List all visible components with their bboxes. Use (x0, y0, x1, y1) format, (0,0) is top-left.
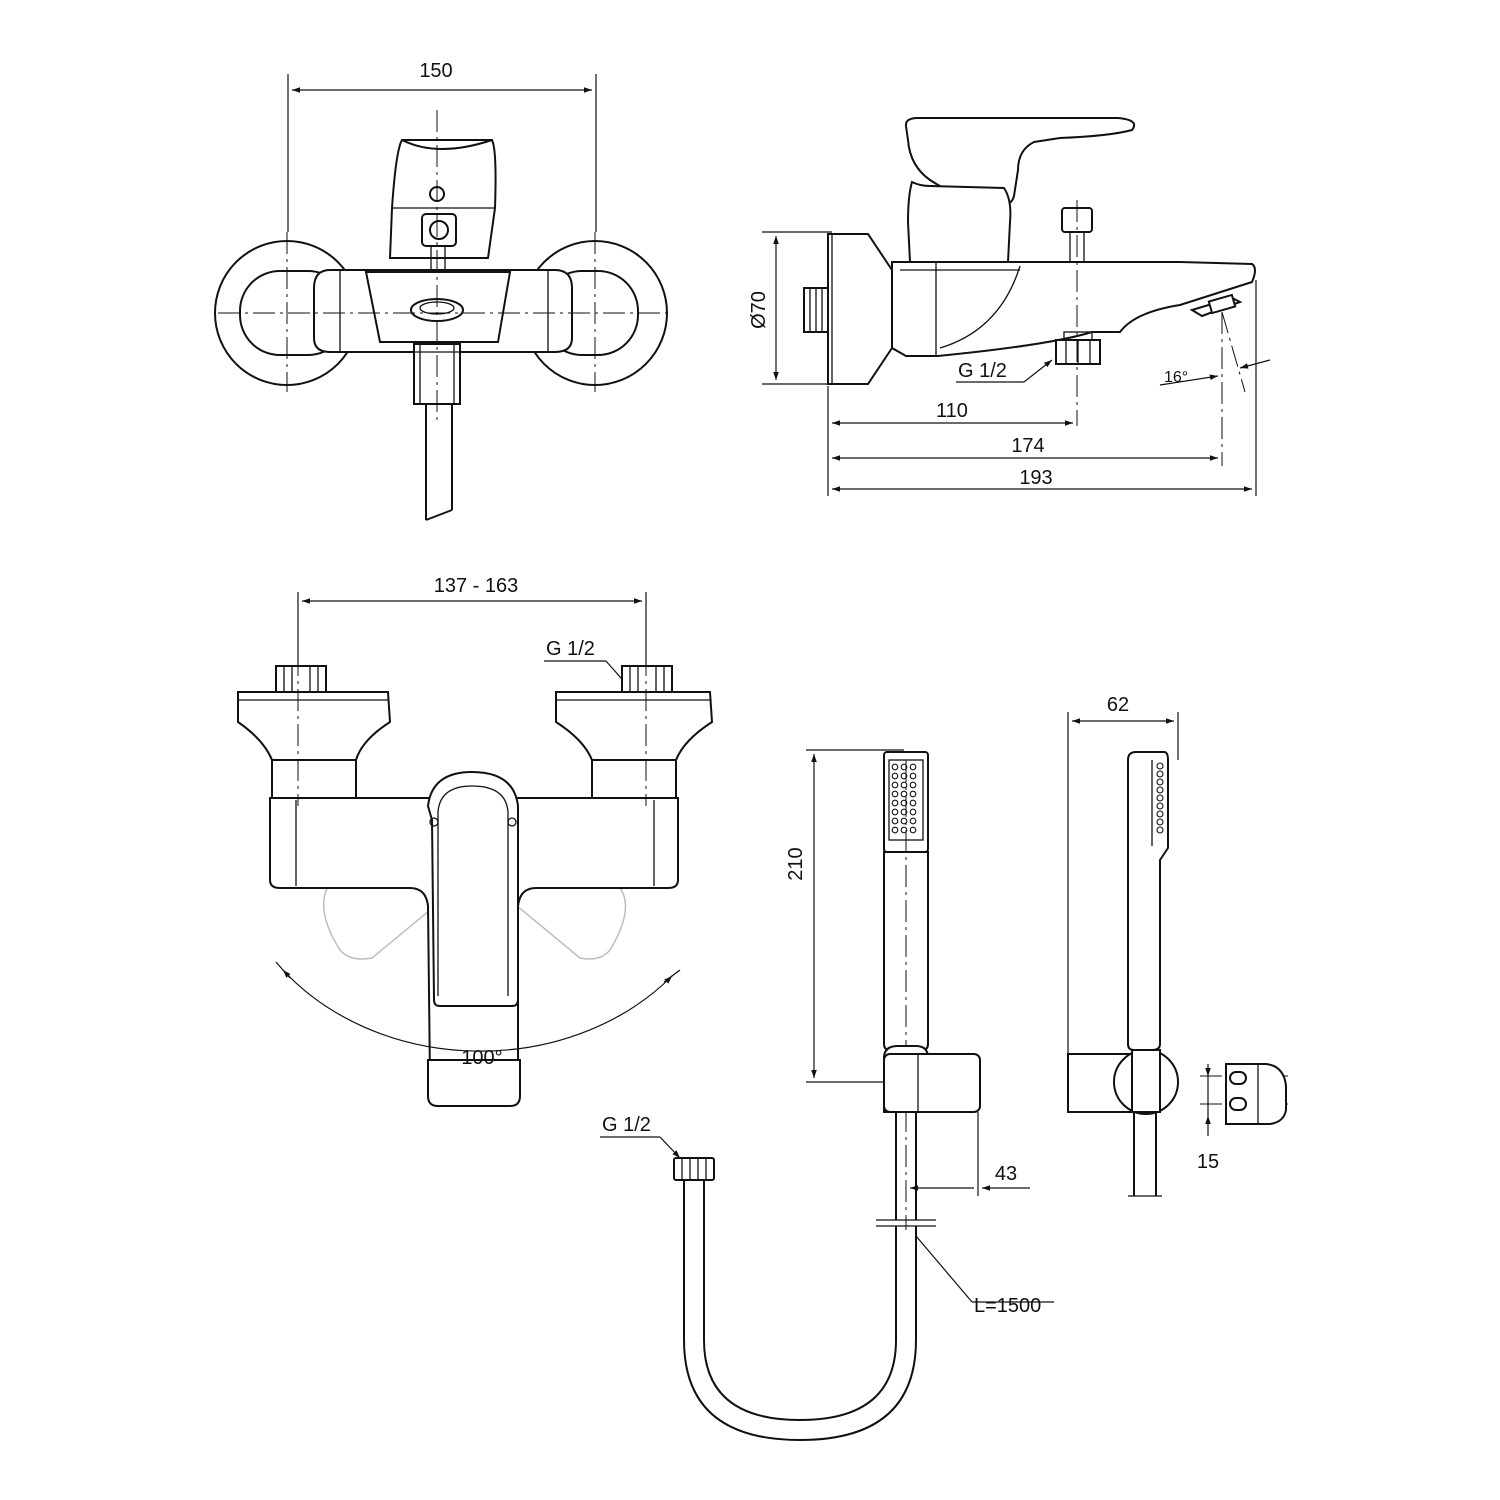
dim-outlet-projection-label: 110 (936, 400, 968, 422)
bath-mixer-front-view: 150 (214, 60, 668, 521)
dim-lever-rotation-label: 100° (461, 1047, 502, 1069)
side-nozzle-pattern (1156, 762, 1164, 834)
dim-spout-projection-label: 174 (1011, 435, 1044, 457)
dim-hose-length-label: L=1500 (974, 1295, 1041, 1317)
dim-hand-shower-depth-label: 62 (1107, 694, 1129, 716)
dim-escutcheon-diameter-label: Ø70 (748, 291, 770, 329)
dim-bracket-spacing-label: 15 (1197, 1151, 1219, 1173)
bath-mixer-side-view: Ø70 G 1/2 (748, 117, 1271, 496)
callout-thread-label-inlet: G 1/2 (546, 638, 595, 660)
spray-nozzle-pattern (891, 763, 917, 834)
dim-hand-shower-length-label: 210 (785, 847, 807, 880)
dim-total-projection-label: 193 (1019, 467, 1052, 489)
shower-mixer-front-view: 137 - 163 G 1/2 (237, 575, 714, 1107)
callout-thread-label-side: G 1/2 (958, 360, 1007, 382)
hand-shower-side-view: 62 15 (1067, 694, 1288, 1197)
dim-spout-angle-label: 16° (1164, 369, 1188, 386)
callout-thread-label-hose: G 1/2 (602, 1114, 651, 1136)
hand-shower-front-view: 210 43 (600, 749, 1054, 1442)
dim-holder-offset-label: 43 (995, 1163, 1017, 1185)
dim-inlet-centers-label: 137 - 163 (434, 575, 519, 597)
dim-bath-width-label: 150 (419, 60, 452, 82)
